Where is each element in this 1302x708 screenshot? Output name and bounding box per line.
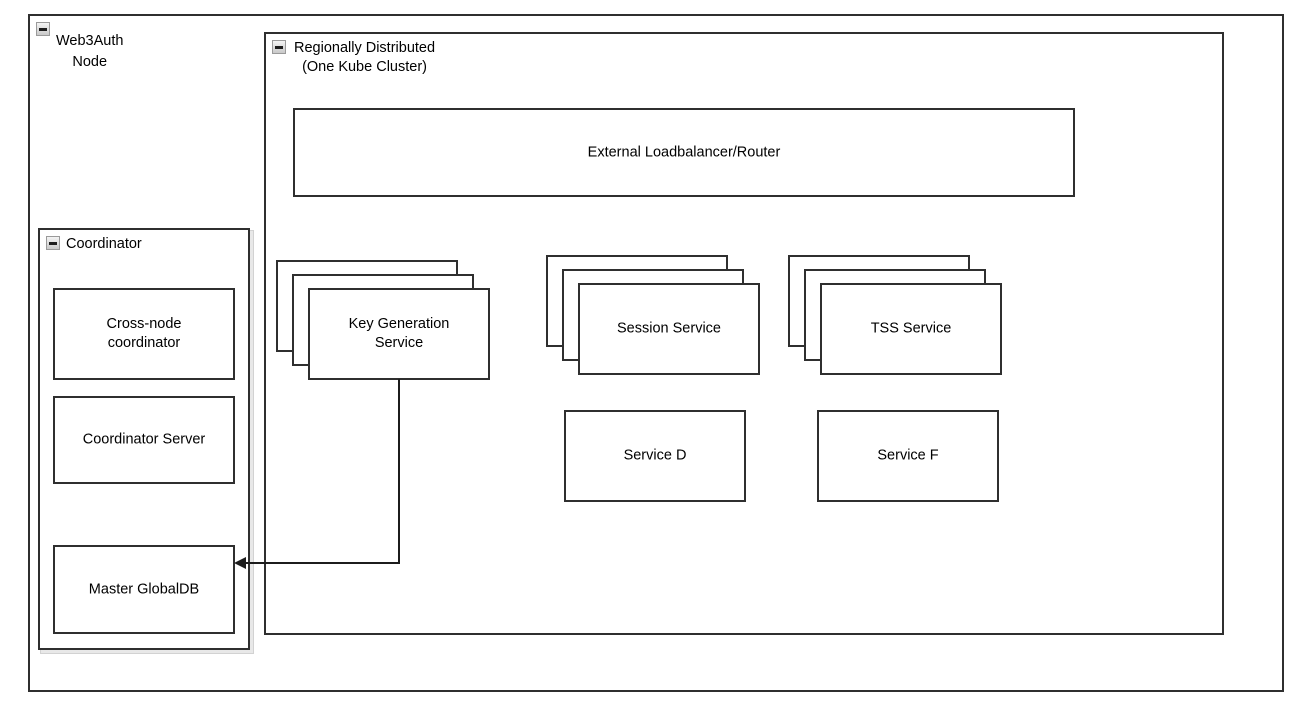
cross-node-coordinator-label: Cross-node coordinator: [106, 316, 182, 351]
connector-arrowhead: [234, 557, 246, 569]
outer-container-collapse-icon[interactable]: [36, 22, 50, 36]
service-f[interactable]: Service F: [817, 410, 999, 502]
region-label: Regionally Distributed (One Kube Cluster…: [294, 40, 436, 75]
coordinator-server-box[interactable]: Coordinator Server: [53, 396, 235, 484]
session-service[interactable]: Session Service: [578, 283, 760, 375]
master-globaldb-box[interactable]: Master GlobalDB: [53, 545, 235, 634]
master-globaldb-label: Master GlobalDB: [88, 581, 200, 597]
key-generation-service-label: Key Generation Service: [348, 316, 450, 351]
cross-node-coordinator-box[interactable]: Cross-node coordinator: [53, 288, 235, 380]
service-d-label: Service D: [623, 447, 687, 464]
session-service-label: Session Service: [617, 320, 721, 337]
web3auth-node-label: Web3Auth Node: [56, 33, 124, 70]
region-collapse-icon[interactable]: [272, 40, 286, 54]
session-service-stack[interactable]: Session Service: [546, 255, 760, 380]
connector-vertical-segment: [398, 379, 400, 564]
connector-horizontal-segment: [244, 562, 400, 564]
tss-service[interactable]: TSS Service: [820, 283, 1002, 375]
tss-service-label: TSS Service: [870, 320, 952, 337]
coordinator-label: Coordinator: [66, 236, 142, 252]
service-f-label: Service F: [877, 447, 939, 464]
key-generation-service[interactable]: Key Generation Service: [308, 288, 490, 380]
external-loadbalancer-label: External Loadbalancer/Router: [587, 144, 781, 160]
external-loadbalancer-box[interactable]: External Loadbalancer/Router: [293, 108, 1075, 197]
coordinator-server-label: Coordinator Server: [82, 431, 206, 448]
coordinator-collapse-icon[interactable]: [46, 236, 60, 250]
tss-service-stack[interactable]: TSS Service: [788, 255, 1002, 380]
key-generation-service-stack[interactable]: Key Generation Service: [276, 260, 490, 380]
service-d[interactable]: Service D: [564, 410, 746, 502]
